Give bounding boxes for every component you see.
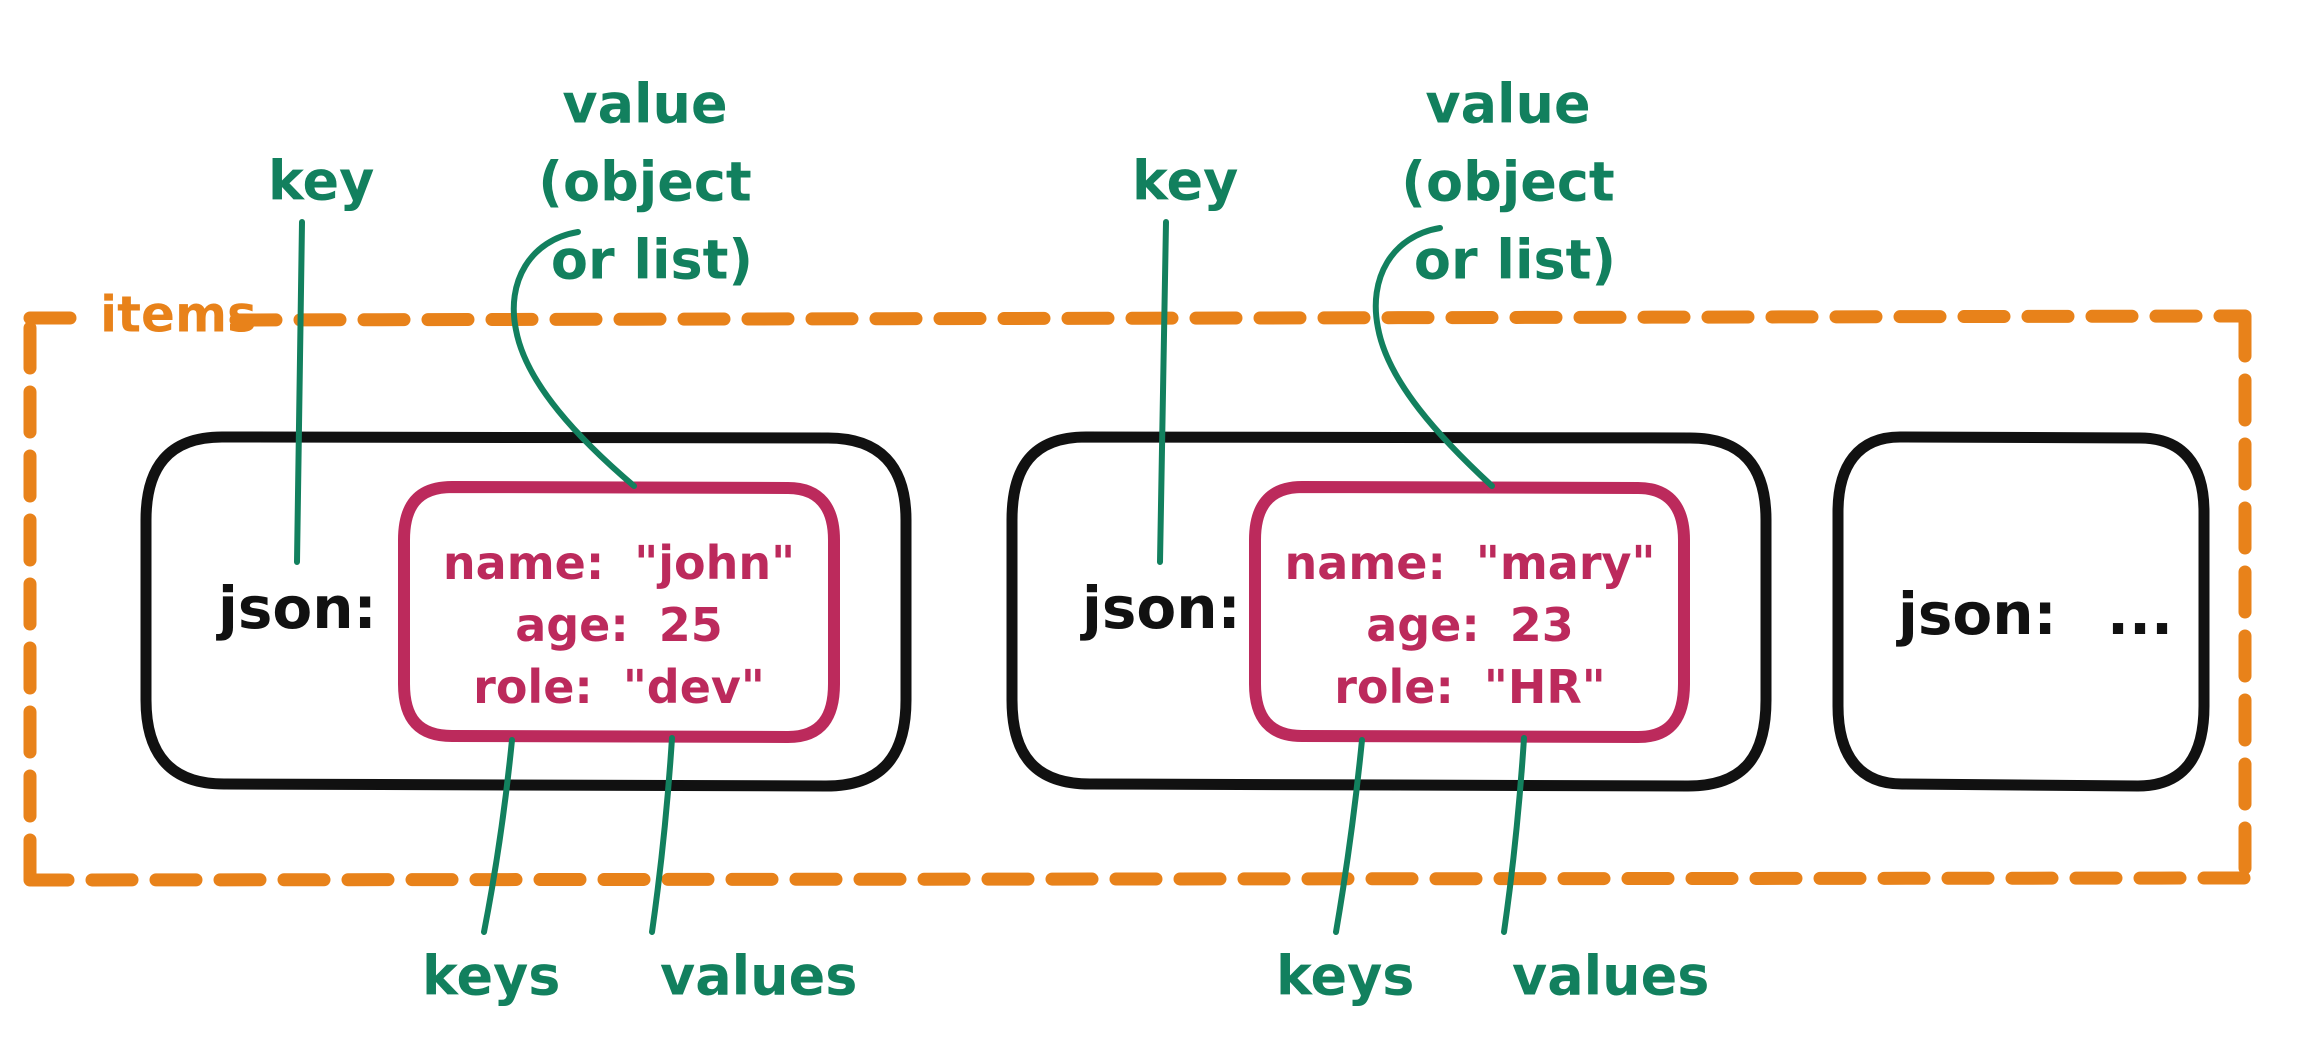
leader-line-keys-2 bbox=[1333, 737, 1365, 935]
object-key-2-1: age: bbox=[515, 598, 629, 652]
json-key-label-1: json: bbox=[216, 574, 377, 642]
leader-line-keys-1 bbox=[481, 737, 515, 935]
object-value-2-1: 25 bbox=[659, 598, 723, 652]
leader-line-key-2 bbox=[1157, 219, 1169, 565]
object-line-2-2: age: 23 bbox=[1366, 598, 1574, 652]
object-line-3-1: role: "dev" bbox=[473, 660, 765, 714]
annotation-key-1: key bbox=[268, 150, 374, 213]
leader-line-values-2 bbox=[1501, 735, 1527, 935]
leader-line-value-1 bbox=[510, 229, 637, 489]
object-value-1-2: "mary" bbox=[1476, 536, 1656, 590]
json-key-label-2: json: bbox=[1080, 574, 1241, 642]
leader-line-key-1 bbox=[294, 219, 305, 565]
object-key-3-2: role: bbox=[1334, 660, 1454, 714]
value-box-1 bbox=[398, 481, 840, 743]
object-line-2-1: age: 25 bbox=[515, 598, 723, 652]
object-line-1-2: name: "mary" bbox=[1285, 536, 1656, 590]
object-value-2-2: 23 bbox=[1510, 598, 1574, 652]
object-key-3-1: role: bbox=[473, 660, 593, 714]
value-box-2 bbox=[1249, 481, 1690, 743]
item-box-1 bbox=[140, 431, 912, 792]
leader-line-values-1 bbox=[649, 735, 675, 935]
annotation-value-line1-2: value bbox=[1425, 73, 1590, 136]
json-key-label-3: json: ... bbox=[1896, 580, 2173, 648]
annotation-values-2: values bbox=[1512, 945, 1709, 1008]
object-value-3-1: "dev" bbox=[623, 660, 765, 714]
annotation-value-line3-1: or list) bbox=[551, 229, 753, 292]
item-box-2 bbox=[1006, 431, 1772, 792]
item-box-3 bbox=[1832, 431, 2210, 792]
object-value-3-2: "HR" bbox=[1484, 660, 1606, 714]
annotation-keys-1: keys bbox=[422, 945, 560, 1008]
leader-lines-group-1 bbox=[294, 219, 675, 935]
ellipsis-3: ... bbox=[2107, 580, 2173, 648]
annotation-value-line2-2: (object bbox=[1401, 151, 1614, 214]
leader-line-value-2 bbox=[1372, 225, 1495, 489]
annotation-key-2: key bbox=[1132, 150, 1238, 213]
annotation-value-line3-2: or list) bbox=[1414, 229, 1616, 292]
object-line-1-1: name: "john" bbox=[443, 536, 795, 590]
items-container-label: items bbox=[100, 286, 257, 344]
object-line-3-2: role: "HR" bbox=[1334, 660, 1606, 714]
annotation-value-line1-1: value bbox=[562, 73, 727, 136]
object-key-1-1: name: bbox=[443, 536, 604, 590]
object-key-1-2: name: bbox=[1285, 536, 1446, 590]
annotation-keys-2: keys bbox=[1276, 945, 1414, 1008]
object-value-1-1: "john" bbox=[634, 536, 795, 590]
items-container-border bbox=[23, 309, 2252, 887]
annotation-value-line2-1: (object bbox=[538, 151, 751, 214]
object-key-2-2: age: bbox=[1366, 598, 1480, 652]
annotation-values-1: values bbox=[660, 945, 857, 1008]
leader-lines-group-2 bbox=[1157, 219, 1527, 935]
